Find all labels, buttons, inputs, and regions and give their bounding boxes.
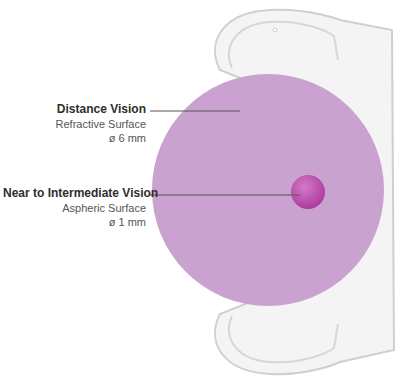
callout-title: Near to Intermediate Vision <box>3 187 158 201</box>
leader-line <box>150 195 300 196</box>
callout-text: Refractive Surface <box>56 118 146 131</box>
callout-title: Distance Vision <box>57 103 146 117</box>
haptic-top-loop <box>229 22 338 68</box>
haptic-bottom-loop <box>229 316 338 362</box>
callout-text: Aspheric Surface <box>62 202 146 215</box>
dimension-label: ø 1 mm <box>109 216 146 229</box>
distance-optic <box>152 74 384 306</box>
near-optic <box>291 175 325 209</box>
leader-line <box>150 111 240 112</box>
dimension-label: ø 6 mm <box>109 132 146 145</box>
